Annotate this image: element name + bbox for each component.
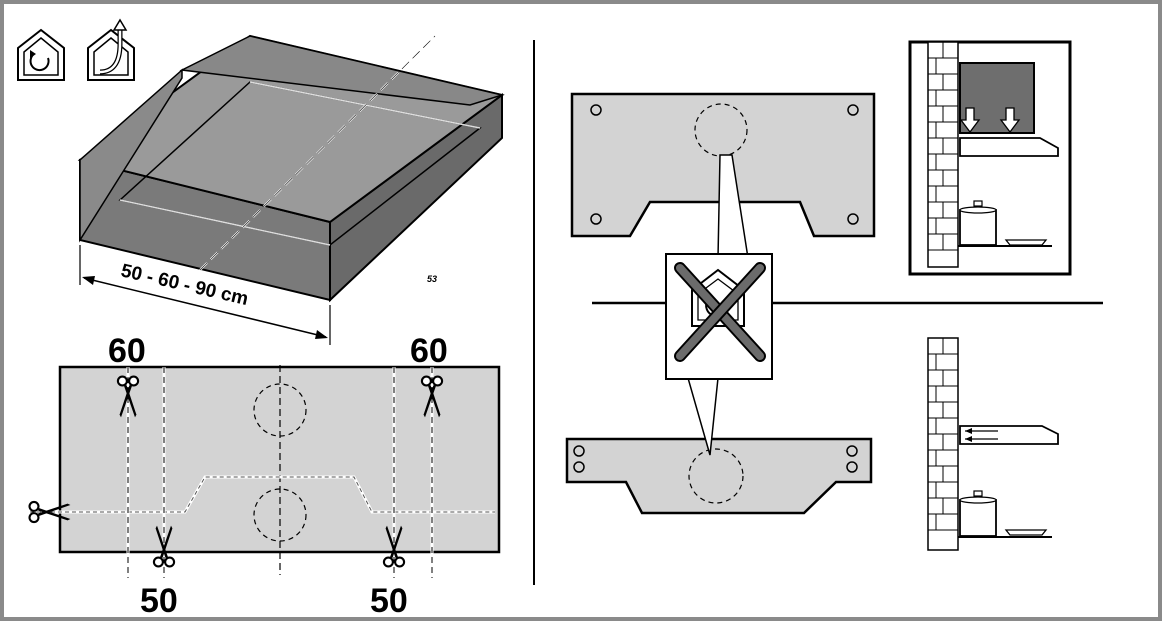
- cut-label-top-left: 60: [108, 332, 146, 370]
- cut-label-top-right: 60: [410, 332, 448, 370]
- hood-recirculation-scene: [908, 40, 1072, 276]
- filter-panel-small: [565, 437, 873, 515]
- cut-label-bottom-left: 50: [140, 582, 178, 620]
- hood-extraction-scene: [927, 337, 1059, 551]
- extraction-mode-icon: [87, 18, 135, 81]
- recirculation-mode-icon: [17, 28, 65, 81]
- dimension-indicator: [79, 245, 331, 345]
- filter-mat-illustration: [77, 34, 505, 303]
- no-filter-icon: [674, 262, 766, 362]
- cut-label-bottom-right: 50: [370, 582, 408, 620]
- cutting-template: [30, 365, 501, 578]
- small-mark: 53: [427, 274, 437, 284]
